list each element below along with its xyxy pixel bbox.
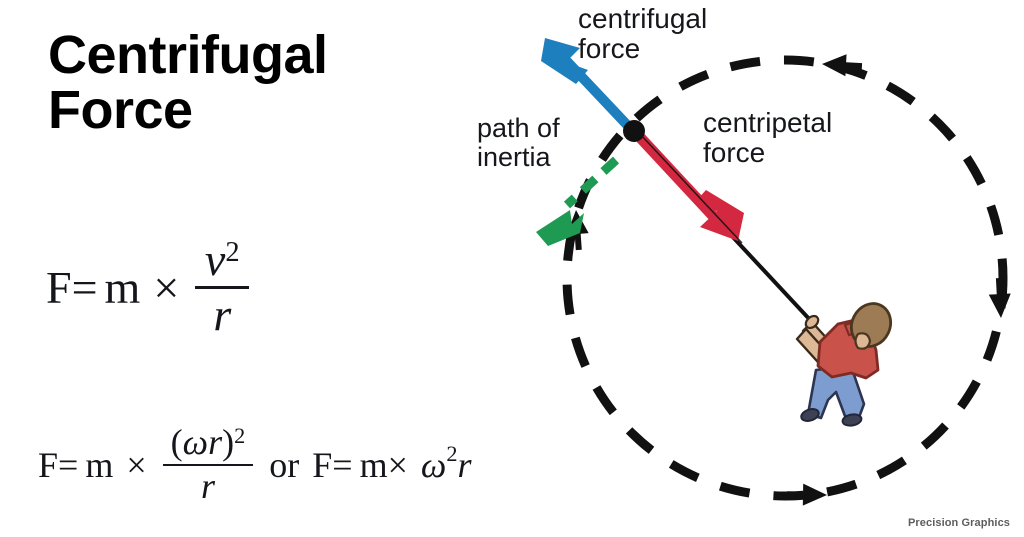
formula-two-times-alt: × — [387, 444, 408, 485]
formula-two-omega-alt: ω — [420, 444, 447, 485]
formula-one-denominator: r — [213, 289, 232, 341]
formula-two-mass: m — [85, 444, 114, 485]
formula-two-numerator-exponent: 2 — [234, 423, 246, 449]
formula-one-mass: m — [104, 262, 141, 314]
formula-two-radius: r — [208, 422, 223, 462]
formula-two-connector: or — [269, 444, 300, 485]
formula-one-times: × — [153, 262, 180, 314]
path-of-inertia-arrow — [536, 156, 620, 246]
formula-two-lhs-alt: F= — [312, 444, 353, 485]
formula-one-numerator-var: v — [204, 234, 226, 285]
formula-one-numerator: v2 — [197, 234, 248, 286]
person-shoe-left — [800, 408, 820, 422]
formula-centrifugal-velocity: F= m × v2 r — [46, 234, 252, 341]
centripetal-force-arrow — [631, 129, 744, 244]
centripetal-arrow-head — [694, 190, 744, 241]
person-figure — [795, 302, 893, 427]
label-centripetal-force: centripetal force — [703, 107, 833, 168]
page-title: Centrifugal Force — [48, 25, 468, 141]
label-path-of-inertia: path of inertia — [477, 113, 560, 172]
title-line-2: Force — [48, 80, 193, 141]
person-ear — [854, 332, 872, 350]
orbit-arrowhead-right — [988, 277, 1011, 318]
person-shoe-right — [841, 413, 863, 427]
inertia-arrow-head — [536, 210, 584, 246]
inertia-arrow-shaft — [563, 156, 620, 209]
formula-two-fraction-bar — [162, 463, 254, 466]
formula-two-paren-open: ( — [170, 422, 183, 462]
formula-one-fraction-bar — [195, 286, 250, 290]
formula-two-radius-alt: r — [457, 444, 472, 485]
orbit-circle — [562, 55, 1008, 501]
formula-two-paren-close: ) — [222, 422, 235, 462]
credit-line: Precision Graphics — [907, 517, 1010, 529]
label-centrifugal-force: centrifugal force — [578, 3, 708, 64]
orbit-arrowhead-top — [822, 54, 863, 77]
centrifugal-arrow-head — [541, 38, 588, 84]
formula-two-times: × — [126, 444, 147, 485]
formula-two-denominator: r — [200, 465, 215, 506]
orbit-arrowhead-bottom — [786, 483, 827, 506]
title-line-1: Centrifugal — [48, 25, 328, 85]
formula-two-omega: ω — [182, 422, 209, 462]
formula-two-lhs: F= — [38, 444, 79, 485]
centrifugal-force-arrow — [541, 38, 634, 132]
centripetal-arrow-outline — [639, 133, 743, 244]
orbiting-ball — [623, 120, 645, 142]
formula-two-mass-alt: m — [359, 444, 388, 485]
formula-two-fraction: (ωr)2 r — [162, 422, 254, 506]
person-hand — [804, 314, 820, 330]
formula-two-numerator: (ωr)2 — [163, 422, 254, 464]
formula-one-lhs: F= — [46, 262, 98, 314]
formula-one-fraction: v2 r — [195, 234, 250, 341]
formula-one-numerator-exponent: 2 — [225, 237, 240, 269]
